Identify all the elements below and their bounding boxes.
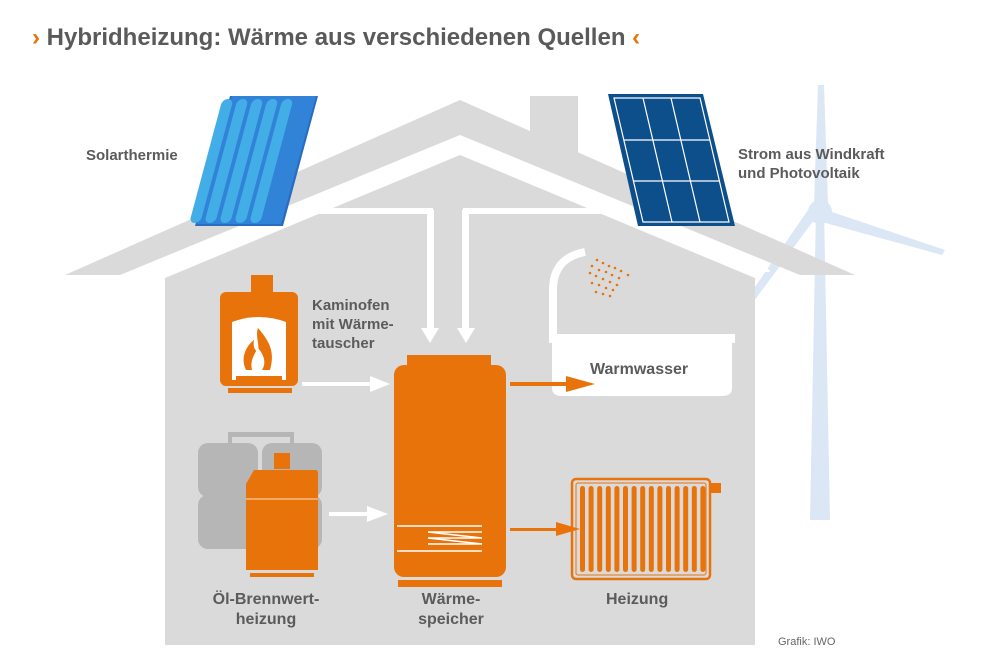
solar-pipes <box>233 208 648 343</box>
radiator-fin <box>700 486 706 572</box>
label-kaminofen: Kaminofen mit Wärme- tauscher <box>312 296 394 353</box>
shower-icon <box>549 248 630 335</box>
arrow-icon <box>302 376 390 392</box>
label-warmwasser: Warmwasser <box>590 361 689 378</box>
radiator-fin <box>597 486 603 572</box>
stove-icon <box>220 275 298 393</box>
radiator-fin <box>623 486 628 572</box>
label-strom-line2: und Photovoltaik <box>738 165 860 182</box>
label-speicher: Wärme- speicher <box>396 590 506 630</box>
solar-thermal-panel-icon <box>190 96 318 226</box>
arrow-icon <box>510 522 580 536</box>
oil-tank-icon <box>198 432 322 577</box>
radiator-fin <box>674 486 680 572</box>
radiator-fin <box>588 486 594 572</box>
label-strom-line1: Strom aus Windkraft <box>738 146 885 163</box>
radiator-fin <box>631 486 637 572</box>
pv-panel-icon <box>608 94 735 226</box>
chevron-left-icon: ‹ <box>632 24 641 51</box>
label-speicher-line1: Wärme- <box>421 591 481 608</box>
label-kaminofen-line3: tauscher <box>312 335 375 352</box>
label-speicher-line2: speicher <box>418 611 484 628</box>
chevron-right-icon: › <box>32 24 40 51</box>
radiator-fin <box>605 486 611 572</box>
radiator-icon <box>570 477 721 581</box>
radiator-fin <box>691 486 697 572</box>
radiator-fin <box>657 486 663 572</box>
radiator-fin <box>580 486 585 572</box>
page-title: › Hybridheizung: Wärme aus verschiedenen… <box>32 24 640 52</box>
label-oel-line2: heizung <box>235 611 297 628</box>
bathtub-icon <box>549 334 735 396</box>
label-kaminofen-line1: Kaminofen <box>312 297 390 314</box>
label-oel: Öl-Brennwert- heizung <box>196 590 336 630</box>
arrow-icon <box>329 506 388 522</box>
arrow-icon <box>510 376 595 392</box>
label-oel-line1: Öl-Brennwert- <box>212 591 320 608</box>
arrow-icon <box>421 328 439 343</box>
radiator-fin <box>640 486 646 572</box>
heat-storage-icon <box>394 355 506 587</box>
flame-icon <box>243 328 272 370</box>
label-solarthermie: Solarthermie <box>86 147 178 164</box>
radiator-fin <box>614 486 620 572</box>
radiator-fin <box>683 486 689 572</box>
radiator-fin <box>666 486 671 572</box>
label-heizung: Heizung <box>606 591 669 608</box>
credit-text: Grafik: IWO <box>778 636 836 648</box>
title-text: Hybridheizung: Wärme aus verschiedenen Q… <box>46 24 626 51</box>
arrow-icon <box>457 328 475 343</box>
label-strom: Strom aus Windkraft und Photovoltaik <box>738 145 885 183</box>
label-kaminofen-line2: mit Wärme- <box>312 316 394 333</box>
radiator-fin <box>648 486 654 572</box>
